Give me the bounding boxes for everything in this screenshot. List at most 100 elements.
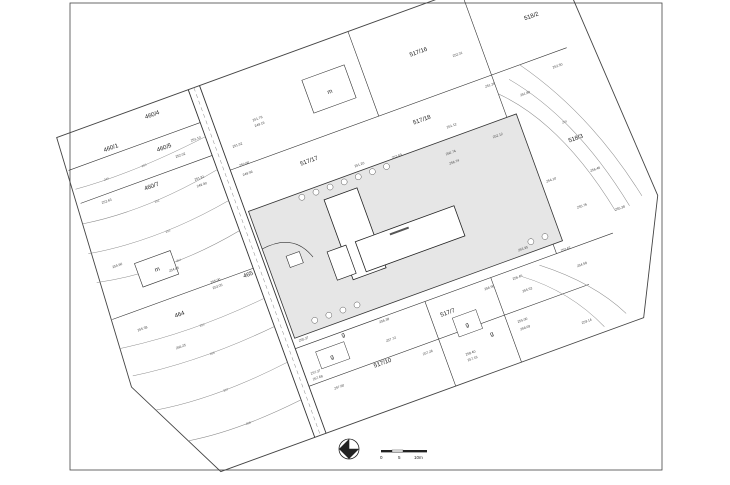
elevation-label: 252.50	[552, 62, 563, 69]
garage-block	[315, 341, 351, 370]
parcel-line	[68, 122, 201, 171]
road-edge-left	[187, 89, 316, 438]
north-arrow	[338, 438, 360, 460]
contour-line	[539, 264, 627, 314]
contour-label: 258	[245, 420, 251, 426]
elevation-label: 256.38	[379, 317, 390, 324]
elevation-label: 258.40	[465, 349, 476, 356]
contour-line	[120, 298, 265, 349]
building-label: g	[341, 332, 346, 339]
parcel-number: 517/18	[412, 114, 432, 126]
elevation-label: 252.12	[492, 132, 503, 139]
parcel-number: 517/7	[440, 308, 457, 319]
parcel-line	[112, 267, 254, 320]
building-label: m	[327, 89, 334, 96]
elevation-label: 251.92	[232, 142, 243, 149]
contour-line	[75, 136, 206, 190]
elevation-label: 256.46	[590, 166, 601, 173]
contour-label: 256	[209, 350, 215, 356]
new-building-annex	[326, 244, 357, 281]
parcel-line	[230, 47, 567, 171]
contour-line	[519, 64, 643, 197]
parcel-line	[295, 232, 613, 349]
building-label: g	[330, 354, 335, 361]
elevation-label: 253.95	[517, 245, 528, 252]
parcel-line	[490, 277, 522, 363]
elevation-label: 258.09	[520, 324, 531, 331]
parcel-line	[424, 301, 457, 387]
elevation-label: 256.45	[512, 274, 523, 281]
elevation-label: 254.85	[168, 266, 179, 273]
building-label: g	[465, 322, 470, 329]
parcel-number: 460/4	[144, 110, 161, 121]
elevation-label: 251.76	[252, 115, 263, 122]
elevation-label: 256.25	[175, 343, 186, 350]
parcel-number: 460/5	[156, 143, 173, 154]
tree-row	[298, 163, 549, 324]
elevation-label: 255.76	[576, 202, 587, 209]
elevation-label: 257.72	[385, 336, 396, 343]
existing-house-top	[301, 64, 357, 114]
parcel-line	[80, 155, 213, 204]
carport	[285, 251, 304, 268]
driveway	[262, 242, 314, 258]
contour-line	[155, 361, 288, 411]
elevation-label: 249.90	[196, 181, 207, 188]
elevation-label: 251.81	[194, 175, 205, 182]
contour-line	[132, 326, 275, 377]
parcel-number: 464	[174, 310, 186, 319]
elevation-label: 252.63	[101, 198, 112, 205]
contour-label: 255	[199, 322, 205, 328]
new-building-wing	[354, 205, 466, 273]
contour-label: 259	[561, 119, 567, 125]
contour-line	[522, 276, 605, 327]
contour-line	[508, 79, 630, 206]
parcel-number: 460/1	[103, 143, 120, 154]
elevation-label: 255.00	[517, 317, 528, 324]
elevation-label: 255.00	[210, 277, 221, 284]
parcel-number: 465	[243, 271, 255, 280]
elevation-label: 253.59	[391, 153, 402, 160]
elevation-label: 251.35	[485, 81, 496, 88]
elevation-label: 249.16	[254, 121, 265, 128]
scale-bar: 0 5 10m	[380, 449, 427, 460]
elevation-label: 255.37	[298, 336, 309, 343]
elevation-label: 256.90	[484, 284, 495, 291]
elevation-label: 255.52	[522, 286, 533, 293]
elevation-label: 257.60	[334, 383, 345, 390]
map-boundary	[56, 0, 659, 473]
parcel-line	[308, 284, 590, 387]
elevation-label: 249.96	[242, 170, 253, 177]
parcel-number: 518/3	[568, 133, 585, 144]
contour-line	[498, 93, 616, 212]
elevation-label: 252.60	[239, 160, 250, 167]
contour-line	[88, 200, 229, 254]
contour-labels: 250 252 253 254 255 256 257 258 259 249	[103, 119, 567, 426]
scale-label: 5	[398, 455, 401, 460]
cadastral-map: 460/4 460/1 460/5 460/7 465 464 517/16 5…	[56, 0, 659, 473]
elevation-label: 257.16	[467, 355, 478, 362]
garage-block	[451, 309, 483, 338]
elevation-label: 254.10	[546, 176, 557, 183]
parcel-number: 460/7	[144, 181, 161, 192]
elevation-label: 259.14	[581, 318, 592, 325]
elevation-label: 251.80	[520, 90, 531, 97]
sheet-frame	[69, 2, 663, 471]
scale-label: 0	[380, 455, 383, 460]
elevation-label: 252.02	[175, 152, 186, 159]
elevation-label: 255.38	[614, 204, 625, 211]
elevation-label: 253.05	[212, 283, 223, 290]
parcel-number: 517/17	[300, 155, 320, 167]
elevation-label: 256.74	[449, 158, 460, 165]
contour-label: 253	[165, 228, 171, 234]
elevation-label: 251.10	[190, 135, 201, 142]
contour-label: 252	[154, 198, 160, 204]
elevation-label: 250.74	[445, 149, 456, 156]
scale-label: 10m	[414, 455, 423, 460]
elevation-label: 257.37	[310, 368, 321, 375]
elevation-label: 255.38	[137, 325, 148, 332]
elevation-label: 254.60	[112, 262, 123, 269]
elevation-label: 257.68	[312, 374, 323, 381]
